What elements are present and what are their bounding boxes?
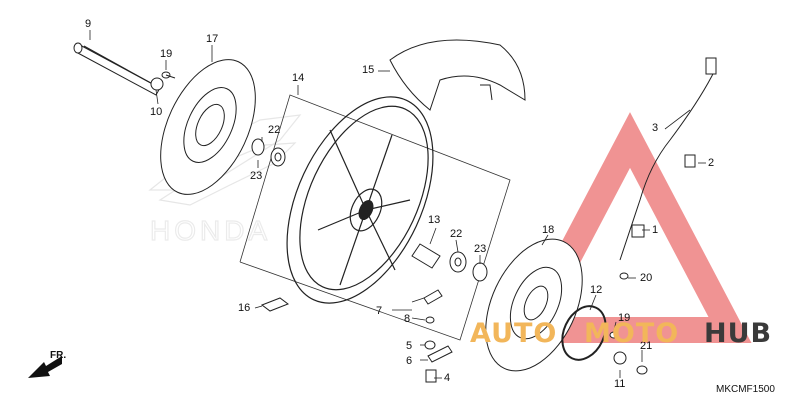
part-label-4: 4 <box>444 372 451 384</box>
wheel-rim <box>286 96 434 304</box>
part-label-10: 10 <box>150 106 163 118</box>
part-label-22-left: 22 <box>268 124 281 136</box>
screw-19-right <box>609 331 619 339</box>
bolt-21 <box>636 365 648 375</box>
part-label-17: 17 <box>206 33 219 45</box>
brake-disc-left <box>160 59 256 195</box>
spacer-13 <box>411 243 441 269</box>
part-label-5: 5 <box>406 340 413 352</box>
part-label-12: 12 <box>590 284 603 296</box>
part-label-8: 8 <box>404 313 411 325</box>
bolt-19-top <box>161 71 176 79</box>
brake-disc-right <box>485 238 583 372</box>
part-label-19-right: 19 <box>618 312 631 324</box>
bracket-parts <box>424 340 453 383</box>
part-label-2: 2 <box>708 157 715 169</box>
diagram-code: MKCMF1500 <box>716 384 775 395</box>
balance-weight <box>260 297 290 312</box>
part-label-18: 18 <box>542 224 555 236</box>
part-label-20: 20 <box>640 272 653 284</box>
part-label-21: 21 <box>640 340 653 352</box>
part-label-13: 13 <box>428 214 441 226</box>
tire <box>389 39 526 111</box>
watermark-text-auto: AUTO <box>470 318 558 349</box>
clip-2 <box>684 154 696 168</box>
collar-11 <box>613 351 627 365</box>
pulser-ring <box>561 305 607 361</box>
front-arrow <box>28 356 62 378</box>
part-label-6: 6 <box>406 355 413 367</box>
part-label-22-right: 22 <box>450 228 463 240</box>
part-label-15: 15 <box>362 64 375 76</box>
part-label-23-right: 23 <box>474 243 487 255</box>
collar-10 <box>150 77 164 91</box>
part-label-3: 3 <box>652 122 659 134</box>
bolt-20 <box>619 272 629 280</box>
part-label-14: 14 <box>292 72 305 84</box>
svg-text:HONDA: HONDA <box>150 215 271 246</box>
front-axle <box>73 42 161 96</box>
part-label-9: 9 <box>85 18 92 30</box>
grommet-1 <box>631 224 645 238</box>
watermark-text-moto: MOTO <box>584 318 680 349</box>
watermark-triangle <box>508 112 752 343</box>
bearing-left <box>251 138 286 167</box>
part-label-11: 11 <box>614 378 626 390</box>
part-label-16: 16 <box>238 302 251 314</box>
part-label-23-left: 23 <box>250 170 263 182</box>
leader-lines <box>89 30 706 379</box>
air-valve <box>423 289 443 324</box>
part-label-19: 19 <box>160 48 173 60</box>
front-arrow-label: FR. <box>50 350 67 361</box>
part-label-7: 7 <box>376 305 383 317</box>
wheel-speed-sensor-cable <box>619 57 717 261</box>
part-label-1: 1 <box>652 224 659 236</box>
bearing-right <box>449 251 488 282</box>
watermark-text-hub: HUB <box>704 318 773 349</box>
